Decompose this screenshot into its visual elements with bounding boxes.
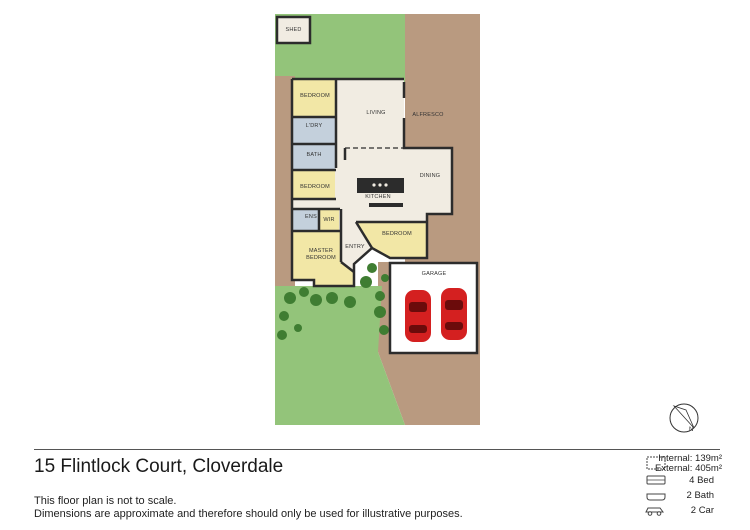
- car-icon: [441, 288, 467, 340]
- kitchen-bench: [369, 203, 403, 207]
- bedroom-mid-label: BEDROOM: [300, 184, 330, 190]
- alfresco-label: ALFRESCO: [412, 112, 444, 118]
- garden-shrubs: [277, 263, 389, 340]
- car-icon: [405, 290, 431, 342]
- laundry-label: L'DRY: [306, 123, 323, 129]
- floor-area-icon: [646, 456, 666, 470]
- laundry: [293, 118, 335, 144]
- master-bedroom-label: MASTER: [309, 248, 333, 254]
- entry-label: ENTRY: [345, 244, 365, 250]
- bedroom-top-label: BEDROOM: [300, 93, 330, 99]
- living-label: LIVING: [366, 110, 385, 116]
- bed-icon: [646, 475, 666, 485]
- wir-label: WIR: [323, 217, 334, 223]
- north-arrow-icon: N: [669, 403, 699, 433]
- external-area: External: 405m²: [654, 463, 722, 474]
- bedroom-mid: [293, 171, 335, 198]
- bath-label: BATH: [306, 152, 321, 158]
- walk-in-robe: [320, 210, 339, 230]
- bedroom-right: [356, 222, 426, 257]
- cooktop-icon: [372, 183, 388, 187]
- bath-icon: [646, 493, 666, 501]
- bath: [293, 145, 335, 169]
- ensuite-label: ENS: [305, 214, 317, 220]
- dining-label: DINING: [420, 173, 440, 179]
- bathroom-count: 2 Bath: [686, 490, 714, 501]
- sliding-doors: [345, 147, 453, 212]
- master-bedroom: [293, 231, 354, 285]
- ensuite: [293, 210, 319, 230]
- car-space-count: 2 Car: [690, 505, 714, 516]
- footer-divider: [34, 449, 720, 450]
- lawn-bottom: [275, 286, 405, 425]
- car-count-icon: [645, 507, 664, 516]
- shed: [275, 15, 312, 45]
- garage-label: GARAGE: [422, 271, 447, 277]
- internal-area: Internal: 139m²: [658, 453, 722, 464]
- bedroom-count: 4 Bed: [689, 475, 714, 486]
- property-address: 15 Flintlock Court, Cloverdale: [34, 456, 284, 477]
- garden-right: [430, 210, 480, 266]
- dimensions-disclaimer: Dimensions are approximate and therefore…: [34, 508, 463, 520]
- kitchen-label: KITCHEN: [365, 194, 391, 200]
- bedroom-right-label: BEDROOM: [382, 231, 412, 237]
- paving-left: [275, 76, 295, 286]
- floor-plan: SHED: [275, 14, 699, 433]
- north-label: N: [689, 427, 693, 433]
- master-bedroom-label-line2: BEDROOM: [306, 255, 336, 261]
- scale-disclaimer: This floor plan is not to scale.: [34, 495, 177, 507]
- shed-label: SHED: [285, 27, 301, 33]
- bedroom-top: [293, 80, 335, 117]
